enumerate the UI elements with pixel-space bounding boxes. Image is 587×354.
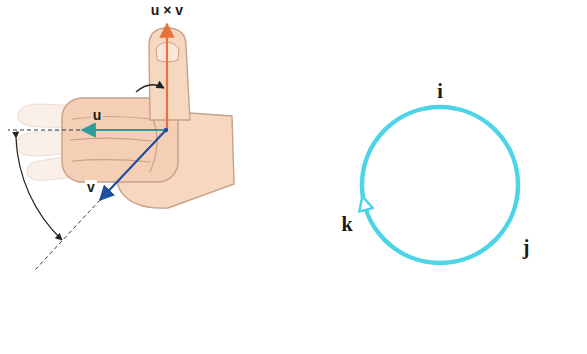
- basis-label: i: [435, 80, 445, 102]
- angle-arc: [16, 138, 62, 240]
- cycle-arrowhead: [356, 194, 373, 211]
- cross-product-vector: [166, 24, 168, 130]
- origin-dot: [164, 128, 168, 132]
- vector-label: u: [91, 108, 104, 123]
- u-extension-line: [8, 130, 80, 131]
- u-vector: [82, 129, 166, 131]
- thumb: [149, 28, 190, 120]
- vector-label: v: [85, 180, 97, 195]
- basis-label: k: [339, 213, 354, 235]
- rotation-arrow: [136, 85, 164, 92]
- cycle-circle: [362, 107, 518, 263]
- vector-label: u × v: [149, 3, 185, 18]
- v-vector: [100, 130, 166, 200]
- basis-label: j: [521, 236, 532, 258]
- v-extension-line: [35, 200, 100, 270]
